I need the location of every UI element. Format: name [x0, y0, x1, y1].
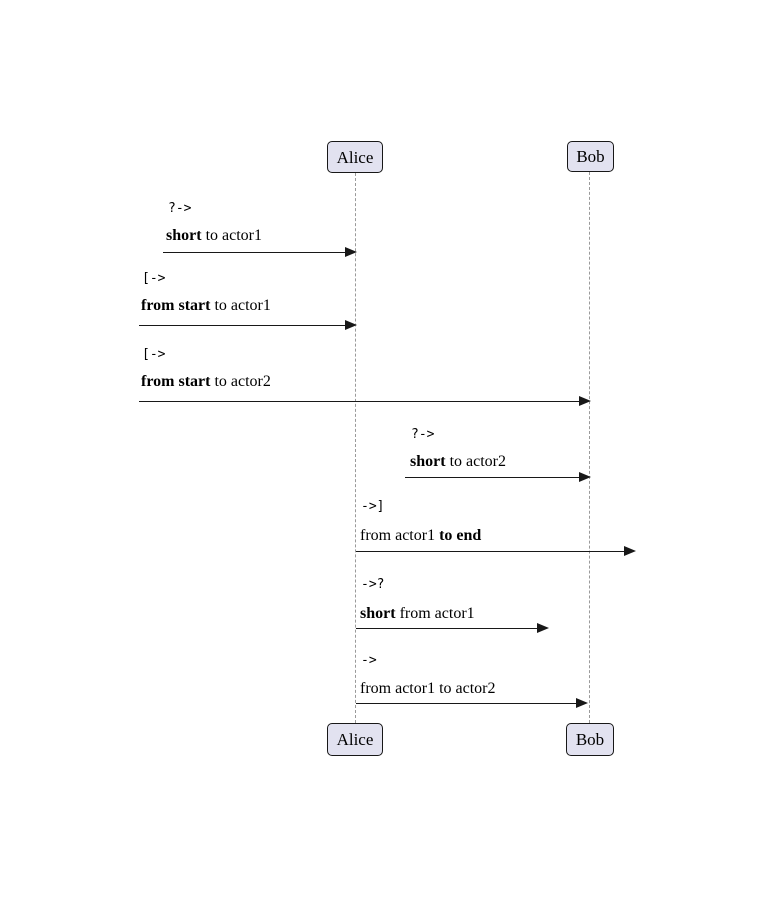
message-label-plain: from actor1 [360, 527, 440, 544]
arrowhead-icon [345, 320, 357, 330]
message-arrow-line [139, 325, 346, 326]
participant-label: Alice [336, 730, 374, 749]
message-operator: ?-> [411, 427, 435, 442]
participant-alice-bottom: Alice [327, 723, 383, 756]
message-arrow-line [356, 628, 538, 629]
participant-label: Bob [575, 730, 605, 749]
message-arrow-line [405, 477, 580, 478]
message-arrow-line [163, 252, 346, 253]
arrowhead-icon [579, 396, 591, 406]
message-label-bold: short [410, 453, 446, 470]
participant-bob-bottom: Bob [566, 723, 614, 756]
message-label: short from actor1 [360, 604, 475, 624]
message-arrow-line [356, 703, 577, 704]
message-label-plain: to actor2 [445, 453, 506, 470]
message-label-bold: from start [141, 297, 211, 314]
arrowhead-icon [537, 623, 549, 633]
message-operator: ->] [361, 499, 385, 514]
arrowhead-icon [576, 698, 588, 708]
participant-label: Bob [576, 147, 605, 166]
message-label-bold: short [166, 227, 202, 244]
lifeline-alice [355, 173, 356, 723]
participant-bob-top: Bob [567, 141, 614, 172]
message-operator: [-> [142, 347, 166, 362]
message-label-plain: to actor1 [201, 227, 262, 244]
message-label-plain: from actor1 to actor2 [360, 680, 496, 697]
arrowhead-icon [345, 247, 357, 257]
message-label: from actor1 to actor2 [360, 679, 496, 699]
message-label: from start to actor1 [141, 296, 271, 316]
message-arrow-line [139, 401, 580, 402]
message-label: from start to actor2 [141, 372, 271, 392]
message-operator: ->? [361, 577, 385, 592]
arrowhead-icon [624, 546, 636, 556]
message-label: short to actor2 [410, 452, 506, 472]
message-operator: ?-> [168, 201, 192, 216]
message-label-bold: short [360, 605, 396, 622]
message-label-plain: to actor1 [210, 297, 271, 314]
message-label-bold: to end [439, 527, 482, 544]
message-label-plain: from actor1 [395, 605, 475, 622]
lifeline-bob [589, 172, 590, 723]
message-operator: -> [361, 653, 377, 668]
participant-label: Alice [336, 147, 374, 167]
message-label-bold: from start [141, 373, 211, 390]
message-label: short to actor1 [166, 226, 262, 246]
participant-alice-top: Alice [327, 141, 383, 173]
arrowhead-icon [579, 472, 591, 482]
message-arrow-line [356, 551, 625, 552]
message-label-plain: to actor2 [210, 373, 271, 390]
message-operator: [-> [142, 271, 166, 286]
message-label: from actor1 to end [360, 526, 481, 546]
